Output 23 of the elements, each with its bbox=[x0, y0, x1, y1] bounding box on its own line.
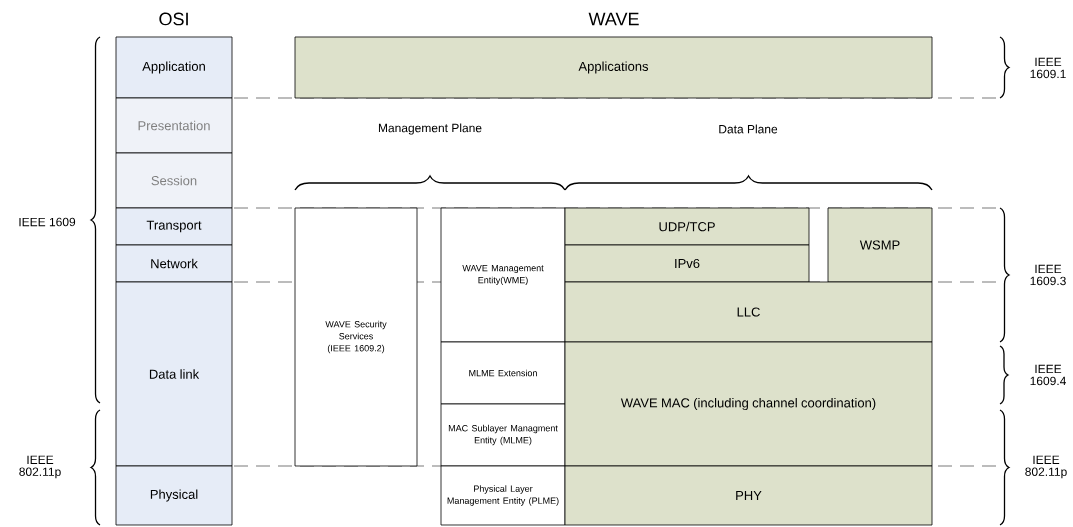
protocol-box: PHY bbox=[564, 465, 933, 526]
standard-label: IEEE 1609.3 bbox=[1030, 264, 1066, 286]
plane-label: Management Plane bbox=[378, 123, 482, 135]
protocol-box: Physical Layer Management Entity (PLME) bbox=[440, 465, 566, 526]
standard-label: IEEE 1609 bbox=[19, 217, 76, 227]
protocol-box: MLME Extension bbox=[440, 341, 566, 405]
plane-label: Data Plane bbox=[719, 124, 778, 134]
protocol-box: WAVE Security Services (IEEE 1609.2) bbox=[294, 207, 418, 467]
osi-layer-box: Presentation bbox=[115, 97, 233, 154]
standard-label: IEEE 802.11p bbox=[19, 455, 61, 479]
protocol-box: UDP/TCP bbox=[564, 207, 810, 246]
osi-layer-box: Session bbox=[115, 152, 233, 209]
osi-layer-box: Network bbox=[115, 244, 233, 283]
standard-label: IEEE 1609.4 bbox=[1030, 364, 1066, 386]
protocol-box: WSMP bbox=[827, 207, 933, 283]
osi-layer-box: Physical bbox=[115, 465, 233, 526]
standard-label: IEEE 1609.1 bbox=[1030, 57, 1066, 79]
osi-layer-box: Transport bbox=[115, 207, 233, 246]
standard-label: IEEE 802.11p bbox=[1025, 455, 1067, 479]
protocol-box: Applications bbox=[294, 36, 933, 99]
osi-layer-box: Application bbox=[115, 36, 233, 99]
protocol-box: MAC Sublayer Managment Entity (MLME) bbox=[440, 403, 566, 467]
protocol-box: IPv6 bbox=[564, 244, 810, 283]
